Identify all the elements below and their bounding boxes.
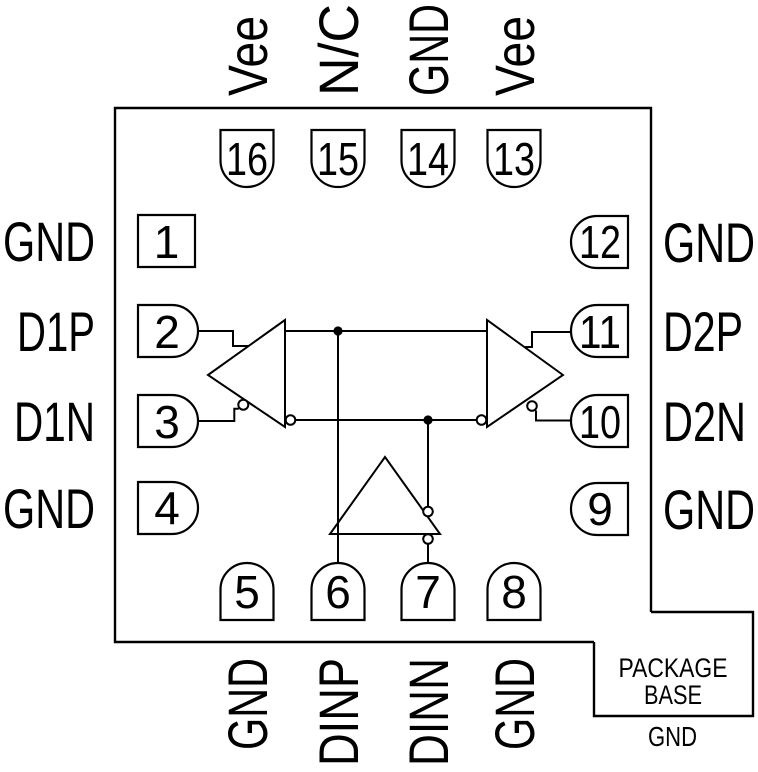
pin-10-number: 10	[579, 396, 621, 448]
pin-4-shape	[136, 480, 200, 536]
inversion-bubble	[284, 414, 297, 426]
pin-6-number: 6	[325, 566, 351, 618]
pin-9-shape	[569, 481, 630, 537]
pin-8-label: GND	[483, 658, 546, 750]
package-base-box	[592, 610, 755, 718]
pin-4-label: GND	[3, 477, 95, 540]
pin-8-number: 8	[501, 566, 527, 618]
pin-16-label: Vee	[216, 16, 279, 96]
inversion-bubble	[422, 505, 434, 518]
package-base-title-line1: PACKAGE	[619, 653, 728, 683]
wire-pin3-d1n	[197, 407, 239, 422]
pin-7-label: DINN	[397, 658, 460, 766]
left-driver-triangle	[206, 318, 286, 429]
inversion-bubble	[526, 400, 538, 412]
pin-6-shape	[310, 561, 366, 622]
junction-dot	[333, 326, 343, 336]
pin-2-shape	[136, 303, 200, 359]
pin-15-label: N/C	[307, 4, 370, 96]
pin-1-number: 1	[154, 216, 180, 268]
pin-14-label: GND	[397, 4, 460, 96]
pin-3-number: 3	[154, 396, 180, 448]
pin-2-number: 2	[154, 306, 180, 358]
pin-4-number: 4	[154, 482, 180, 534]
wire-pin10-d2n	[535, 410, 571, 422]
pin-7-shape	[400, 561, 456, 622]
pin-14-shape	[400, 128, 456, 189]
pin-5-shape	[219, 561, 275, 622]
wire-pin11-d2p	[525, 331, 571, 348]
pin-11-number: 11	[579, 306, 621, 358]
pin-12-label: GND	[663, 211, 755, 274]
pin-8-shape	[486, 561, 542, 622]
pin-6-label: DINP	[307, 658, 370, 766]
inversion-bubble	[237, 398, 250, 411]
pin-10-label: D2N	[663, 390, 746, 453]
pin-14-number: 14	[407, 133, 449, 185]
pin-1-shape	[136, 213, 197, 269]
pin-16-shape	[219, 128, 275, 189]
pin-7-number: 7	[415, 566, 441, 618]
input-buffer-triangle	[328, 455, 442, 535]
inversion-bubble	[422, 533, 434, 545]
pin-3-label: D1N	[14, 390, 95, 453]
wire-pin2-d1p	[198, 330, 249, 347]
pin-2-label: D1P	[17, 300, 95, 363]
inversion-bubble	[475, 414, 488, 426]
pin-12-shape	[569, 214, 630, 270]
pin-9-label: GND	[663, 478, 755, 541]
pin-15-number: 15	[317, 133, 359, 185]
pin-15-shape	[310, 128, 366, 189]
pin-13-label: Vee	[483, 16, 546, 96]
junction-dot	[423, 415, 433, 425]
pin-13-number: 13	[493, 133, 535, 185]
pin-12-number: 12	[579, 216, 621, 268]
package-base-title-line2: BASE	[644, 680, 702, 710]
pin-13-shape	[486, 128, 542, 189]
package-base-ground-label: GND	[648, 721, 697, 752]
pin-9-number: 9	[587, 483, 613, 535]
package-outline	[113, 106, 653, 644]
pin-16-number: 16	[226, 133, 268, 185]
pin-11-shape	[569, 303, 630, 359]
pin-1-label: GND	[3, 210, 95, 273]
pin-5-number: 5	[234, 566, 260, 618]
pin-5-label: GND	[216, 658, 279, 750]
pin-11-label: D2P	[663, 300, 743, 363]
pin-3-shape	[136, 393, 200, 449]
pin-10-shape	[569, 393, 630, 449]
right-driver-triangle	[486, 318, 565, 429]
